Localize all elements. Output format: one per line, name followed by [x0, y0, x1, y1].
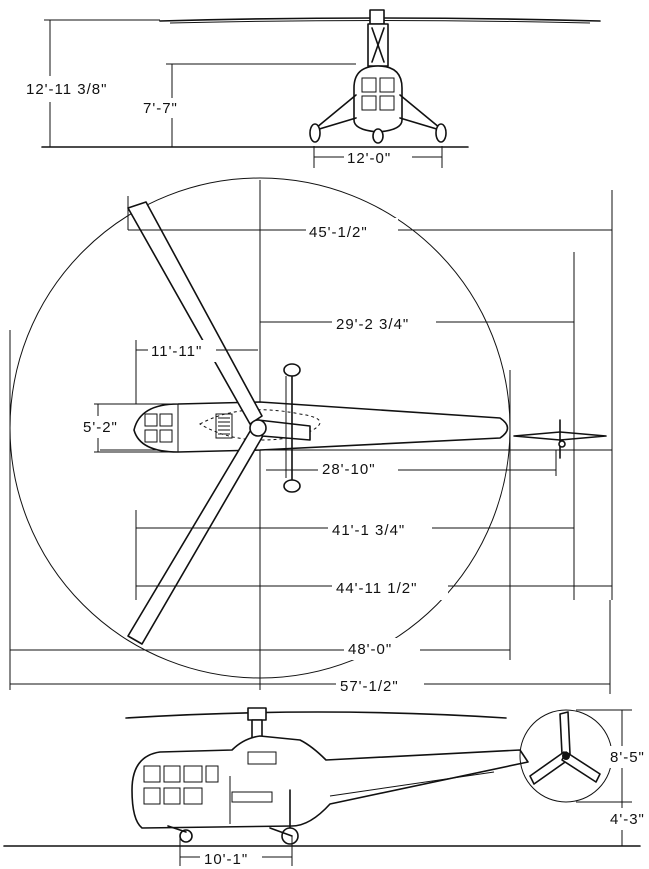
plan-left-float	[283, 363, 301, 377]
plan-overall-length-label: 57'-1/2"	[340, 678, 399, 695]
plan-view: 45'-1/2" 29'-2 3/4" 11'-11" 5'-2" 28'-10…	[9, 177, 613, 698]
front-rotor-hub	[369, 9, 385, 25]
front-cabin	[353, 65, 403, 133]
plan-rotor-blade-2	[127, 427, 265, 645]
plan-fuselage-width-label: 5'-2"	[83, 419, 118, 436]
side-wheelbase-label: 10'-1"	[204, 851, 248, 868]
side-tail-rotor-diameter-label: 8'-5"	[610, 749, 645, 766]
side-tail-rotor-blade-1	[559, 711, 571, 755]
front-view: 12'-11 3/8" 7'-7" 12'-0"	[22, 9, 601, 168]
plan-rotor-to-tail-label: 29'-2 3/4"	[336, 316, 409, 333]
front-nose-wheel	[372, 128, 384, 144]
plan-fuselage	[133, 401, 509, 453]
plan-engine-grill	[215, 413, 233, 439]
side-cabin-windows	[143, 765, 219, 805]
plan-rotor-hub	[249, 419, 267, 437]
side-fuselage	[131, 735, 529, 829]
side-view: 8'-5" 4'-3" 10'-1"	[3, 707, 648, 868]
front-overall-height-label: 12'-11 3/8"	[26, 81, 107, 98]
plan-tail-arm-label: 45'-1/2"	[309, 224, 368, 241]
side-main-rotor	[125, 711, 507, 719]
plan-rotor-diameter-label: 48'-0"	[348, 641, 392, 658]
plan-rotor-blade-1	[127, 201, 263, 425]
plan-rotor-to-stabilizer-label: 28'-10"	[322, 461, 376, 478]
plan-right-float	[283, 479, 301, 493]
plan-nose-to-tail-rotor-label: 41'-1 3/4"	[332, 522, 405, 539]
side-tail-rotor-blade-3	[561, 751, 601, 783]
side-tail-rotor-clearance-label: 4'-3"	[610, 811, 645, 828]
plan-fuselage-length-label: 44'-11 1/2"	[336, 580, 417, 597]
plan-nose-to-rotor-label: 11'-11"	[151, 343, 202, 360]
front-cabin-height-label: 7'-7"	[143, 100, 178, 117]
front-right-wheel	[435, 123, 447, 143]
front-left-wheel	[309, 123, 321, 143]
front-gear-track-label: 12'-0"	[347, 150, 391, 167]
side-rotor-hub	[247, 707, 267, 721]
